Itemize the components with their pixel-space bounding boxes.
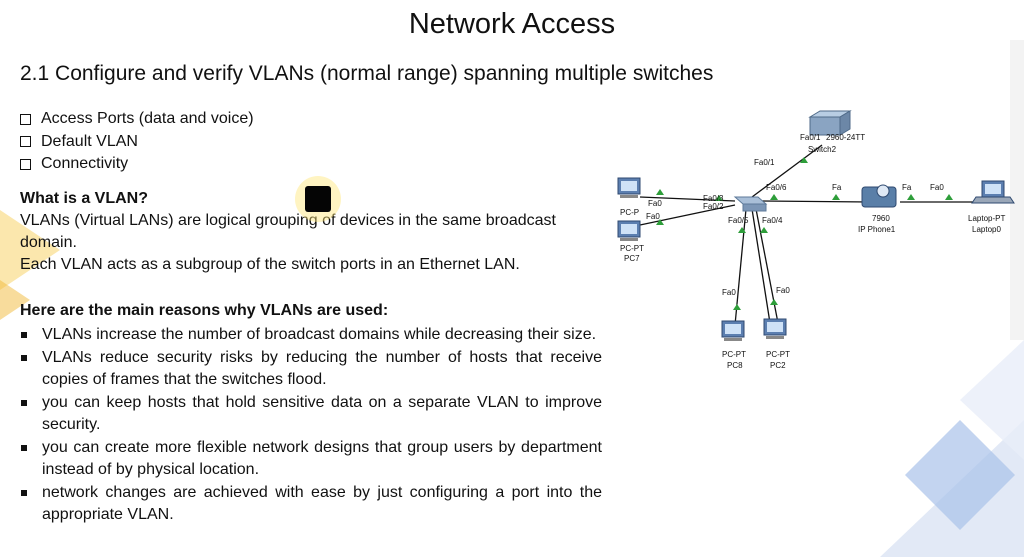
list-item: VLANs reduce security risks by reducing …	[20, 347, 602, 391]
network-topology-diagram: Fa0/1 2960-24TT Switch2 Fa0/1 Fa0/3 Fa0/…	[617, 110, 1015, 370]
switch-port-fa02: Fa0/2	[703, 202, 724, 211]
checkbox-icon	[20, 136, 31, 148]
vlan-subgroup-text: Each VLAN acts as a subgroup of the swit…	[20, 256, 520, 273]
slide-title: Network Access	[408, 8, 616, 40]
switch2-port-fa01-top: Fa0/1	[800, 133, 821, 142]
section-heading-reasons: Here are the main reasons why VLANs are …	[20, 302, 389, 319]
pc7-label-type: PC-PT	[620, 244, 644, 253]
slide-body: What is a VLAN? VLANs (Virtual LANs) are…	[20, 188, 602, 527]
list-item: VLANs increase the number of broadcast d…	[20, 324, 602, 346]
laptop-port: Fa0	[930, 183, 944, 192]
list-item: you can create more flexible network des…	[20, 437, 602, 481]
pc-device-icon	[617, 177, 641, 198]
pc2-label-name: PC2	[770, 361, 786, 370]
phone-name: IP Phone1	[858, 225, 896, 234]
switch2-name: Switch2	[808, 145, 837, 154]
switch-port-fa06: Fa0/6	[766, 183, 787, 192]
topology-links	[639, 144, 980, 326]
link-status-dots	[656, 157, 953, 310]
pc2-port: Fa0	[776, 286, 790, 295]
switch-port-fa03: Fa0/3	[703, 194, 724, 203]
pc8-label-name: PC8	[727, 361, 743, 370]
bullet-icon	[21, 400, 27, 406]
pc7-label-name: PC7	[624, 254, 640, 263]
switch2-link-port: Fa0/1	[754, 158, 775, 167]
list-item: you can keep hosts that hold sensitive d…	[20, 392, 602, 436]
ip-phone-icon	[861, 184, 897, 208]
bullet-icon	[21, 490, 27, 496]
pc2-label-type: PC-PT	[766, 350, 790, 359]
slide-subtitle: 2.1 Configure and verify VLANs (normal r…	[20, 62, 714, 85]
switch2-device: Fa0/1 2960-24TT Switch2	[800, 110, 865, 154]
bullet-icon	[21, 332, 27, 338]
checklist-item: Access Ports (data and voice)	[20, 108, 254, 131]
laptop-label-name: Laptop0	[972, 225, 1001, 234]
checklist-item: Connectivity	[20, 153, 254, 176]
switch-port-fa05: Fa0/5	[728, 216, 749, 225]
pc-device-icon	[617, 220, 641, 241]
bullet-icon	[21, 355, 27, 361]
switch2-model: 2960-24TT	[826, 133, 865, 142]
pc7-port: Fa0	[646, 212, 660, 221]
pcp-port: Fa0	[648, 199, 662, 208]
phone-port-right: Fa	[902, 183, 912, 192]
phone-model: 7960	[872, 214, 890, 223]
checkbox-icon	[20, 113, 31, 125]
list-item: network changes are achieved with ease b…	[20, 482, 602, 526]
laptop-icon	[971, 180, 1015, 204]
phone-port-left: Fa	[832, 183, 842, 192]
reasons-list: VLANs increase the number of broadcast d…	[20, 324, 602, 526]
section-heading-what-is-vlan: What is a VLAN?	[20, 190, 149, 207]
pcp-label: PC-P	[620, 208, 639, 217]
checkbox-icon	[20, 158, 31, 170]
laptop-label-type: Laptop-PT	[968, 214, 1005, 223]
switch-device	[733, 196, 768, 212]
pc8-port: Fa0	[722, 288, 736, 297]
pc8-label-type: PC-PT	[722, 350, 746, 359]
checklist-item: Default VLAN	[20, 131, 254, 154]
switch-port-fa04: Fa0/4	[762, 216, 783, 225]
pc-device-icon	[763, 318, 787, 339]
pc-device-icon	[721, 320, 745, 341]
topic-checklist: Access Ports (data and voice) Default VL…	[20, 108, 254, 176]
bullet-icon	[21, 445, 27, 451]
presenter-pointer-icon	[305, 186, 331, 212]
vlan-definition: VLANs (Virtual LANs) are logical groupin…	[20, 212, 556, 251]
